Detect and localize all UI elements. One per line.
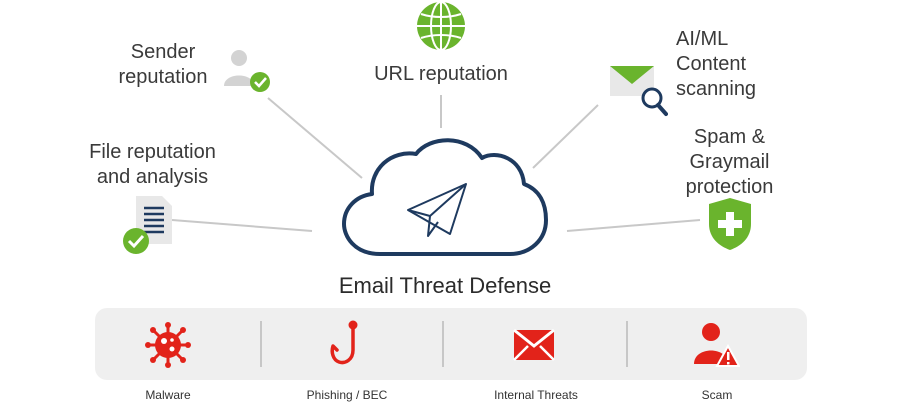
file-label: File reputation and analysis <box>80 140 225 190</box>
sender-label: Sender reputation <box>108 40 218 90</box>
threat-label-scam: Scam <box>701 388 733 402</box>
aiml-label-line2: Content <box>676 53 747 75</box>
user-check-icon <box>224 50 270 92</box>
connector-sender <box>267 97 363 179</box>
file-label-line1: File reputation <box>89 141 216 163</box>
envelope-search-icon <box>610 66 668 116</box>
sender-label-line1: Sender <box>130 41 196 63</box>
sender-label-line2: reputation <box>118 66 208 88</box>
paper-plane-icon <box>407 183 467 237</box>
aiml-label-line1: AI/ML <box>676 28 729 50</box>
threat-label-internal: Internal Threats <box>494 388 578 402</box>
shield-plus-icon <box>709 198 751 250</box>
threat-label-phishing: Phishing / BEC <box>306 388 388 402</box>
center-title: Email Threat Defense <box>338 273 552 298</box>
aiml-label-line3: scanning <box>676 78 757 100</box>
virus-icon <box>145 322 191 368</box>
connector-file <box>171 219 313 232</box>
document-check-icon <box>123 196 172 254</box>
threat-label-malware: Malware <box>145 388 191 402</box>
aiml-label: AI/ML Content scanning <box>676 27 776 102</box>
cloud-icon <box>342 138 548 256</box>
spam-label-line2: Graymail <box>689 151 770 173</box>
fishhook-icon <box>330 320 358 365</box>
url-label-line1: URL reputation <box>374 63 508 85</box>
connector-aiml <box>532 104 599 169</box>
threat-band <box>95 308 807 380</box>
url-label: URL reputation <box>366 62 516 87</box>
divider <box>260 321 262 367</box>
divider <box>626 321 628 367</box>
spam-label-line3: protection <box>685 176 774 198</box>
spam-label-line1: Spam & <box>693 126 766 148</box>
divider <box>442 321 444 367</box>
file-label-line2: and analysis <box>96 166 209 188</box>
spam-label: Spam & Graymail protection <box>672 125 787 200</box>
connector-spam <box>566 219 701 232</box>
person-warning-icon <box>694 323 740 367</box>
globe-icon <box>417 1 465 51</box>
envelope-icon <box>513 328 555 361</box>
